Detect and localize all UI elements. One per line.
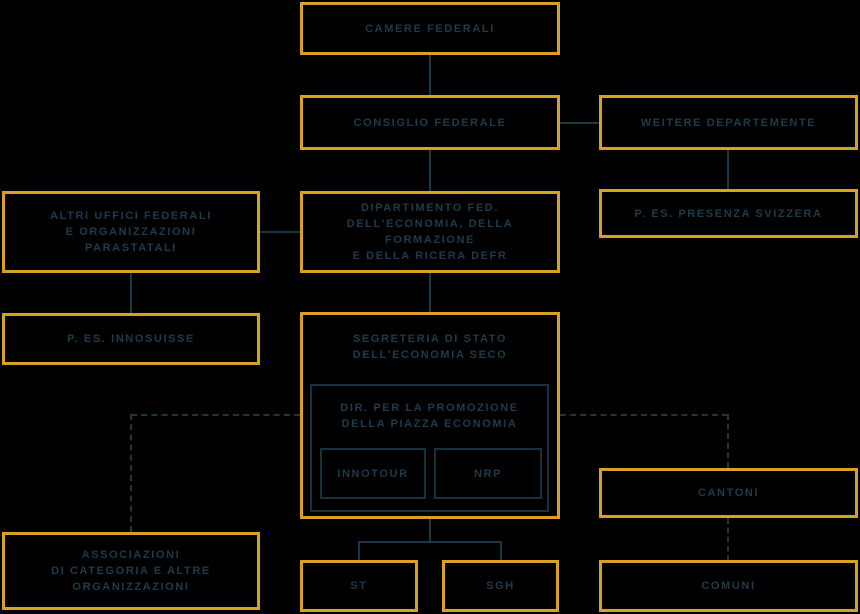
edge-st-sgh-rail xyxy=(358,541,502,543)
edge-camere-consiglio xyxy=(429,55,431,95)
node-dipartimento-defr-label: DIPARTIMENTO FED. DELL'ECONOMIA, DELLA F… xyxy=(346,202,514,262)
node-consiglio-federale-label: CONSIGLIO FEDERALE xyxy=(353,116,507,129)
node-weitere-departemente: WEITERE DEPARTEMENTE xyxy=(599,95,858,150)
node-presenza-svizzera-label: P. ES. PRESENZA SVIZZERA xyxy=(634,207,823,220)
node-camere-federali-label: CAMERE FEDERALI xyxy=(365,22,495,35)
node-st-label: ST xyxy=(350,580,368,592)
node-weitere-departemente-label: WEITERE DEPARTEMENTE xyxy=(640,116,817,129)
node-sgh: SGH xyxy=(442,560,559,612)
edge-rail-sgh xyxy=(500,541,502,560)
node-comuni-label: COMUNI xyxy=(701,580,756,592)
node-altri-uffici: ALTRI UFFICI FEDERALI E ORGANIZZAZIONI P… xyxy=(2,191,260,273)
node-dir-promozione: DIR. PER LA PROMOZIONE DELLA PIAZZA ECON… xyxy=(310,384,549,512)
node-associazioni-label: ASSOCIAZIONI DI CATEGORIA E ALTRE ORGANI… xyxy=(51,549,211,593)
edge-seco-left-dashed xyxy=(131,414,300,416)
edge-cantoni-dashed xyxy=(727,414,729,468)
node-camere-federali: CAMERE FEDERALI xyxy=(300,2,560,55)
node-innosuisse-label: P. ES. INNOSUISSE xyxy=(67,333,195,345)
edge-seco-right-dashed xyxy=(560,414,728,416)
edge-consiglio-weitere xyxy=(560,122,599,124)
node-associazioni: ASSOCIAZIONI DI CATEGORIA E ALTRE ORGANI… xyxy=(2,532,260,610)
node-consiglio-federale: CONSIGLIO FEDERALE xyxy=(300,95,560,150)
edge-weitere-presenza xyxy=(727,150,729,189)
edge-dipartimento-seco xyxy=(429,273,431,312)
edge-dipartimento-altri xyxy=(260,231,300,233)
edge-consiglio-dipartimento xyxy=(429,150,431,191)
node-seco-label: SEGRETERIA DI STATO DELL'ECONOMIA SECO xyxy=(352,333,508,361)
node-innosuisse: P. ES. INNOSUISSE xyxy=(2,313,260,365)
edge-associazioni-dashed xyxy=(130,414,132,532)
node-comuni: COMUNI xyxy=(599,560,858,612)
node-cantoni-label: CANTONI xyxy=(697,487,760,499)
node-dipartimento-defr: DIPARTIMENTO FED. DELL'ECONOMIA, DELLA F… xyxy=(300,191,560,273)
edge-seco-stem xyxy=(429,519,431,541)
node-sgh-label: SGH xyxy=(486,580,515,592)
edge-rail-st xyxy=(358,541,360,560)
node-cantoni: CANTONI xyxy=(599,468,858,518)
node-presenza-svizzera: P. ES. PRESENZA SVIZZERA xyxy=(599,189,858,238)
node-dir-promozione-label: DIR. PER LA PROMOZIONE DELLA PIAZZA ECON… xyxy=(340,402,519,430)
node-nrp-label: NRP xyxy=(473,467,503,480)
node-innotour-label: INNOTOUR xyxy=(337,467,409,480)
node-st: ST xyxy=(300,560,418,612)
edge-altri-innosuisse xyxy=(130,273,132,313)
node-innotour: INNOTOUR xyxy=(320,448,426,499)
node-altri-uffici-label: ALTRI UFFICI FEDERALI E ORGANIZZAZIONI P… xyxy=(50,210,212,254)
edge-cantoni-comuni-dashed xyxy=(727,518,729,561)
node-seco: SEGRETERIA DI STATO DELL'ECONOMIA SECO D… xyxy=(300,312,560,519)
node-nrp: NRP xyxy=(434,448,542,499)
